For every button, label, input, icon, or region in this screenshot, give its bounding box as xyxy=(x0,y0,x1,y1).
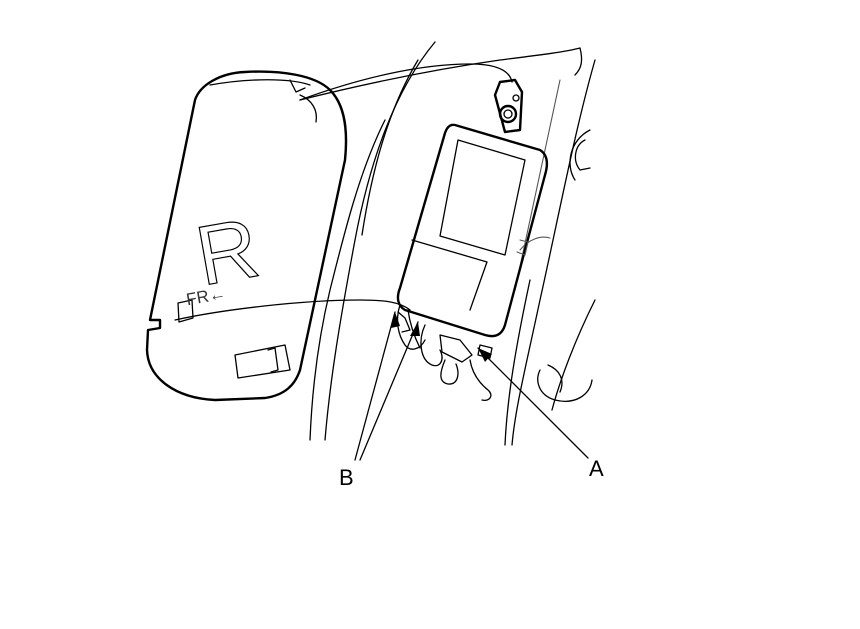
control-unit xyxy=(396,123,549,338)
mounting-bracket xyxy=(493,78,524,134)
leader-lines xyxy=(354,311,589,461)
callout-a: A xyxy=(589,456,604,481)
cable-loop xyxy=(174,63,513,321)
connector-harness xyxy=(396,304,493,401)
pillar-trim xyxy=(299,41,596,446)
direction-mark: FR← xyxy=(185,284,227,310)
cover-panel: R FR← xyxy=(145,70,348,402)
bolt-icon xyxy=(498,104,518,124)
arrow-icon xyxy=(478,348,492,362)
arrow-icon xyxy=(391,312,400,328)
arrow-icon xyxy=(410,322,420,336)
callout-b: B xyxy=(339,465,354,490)
